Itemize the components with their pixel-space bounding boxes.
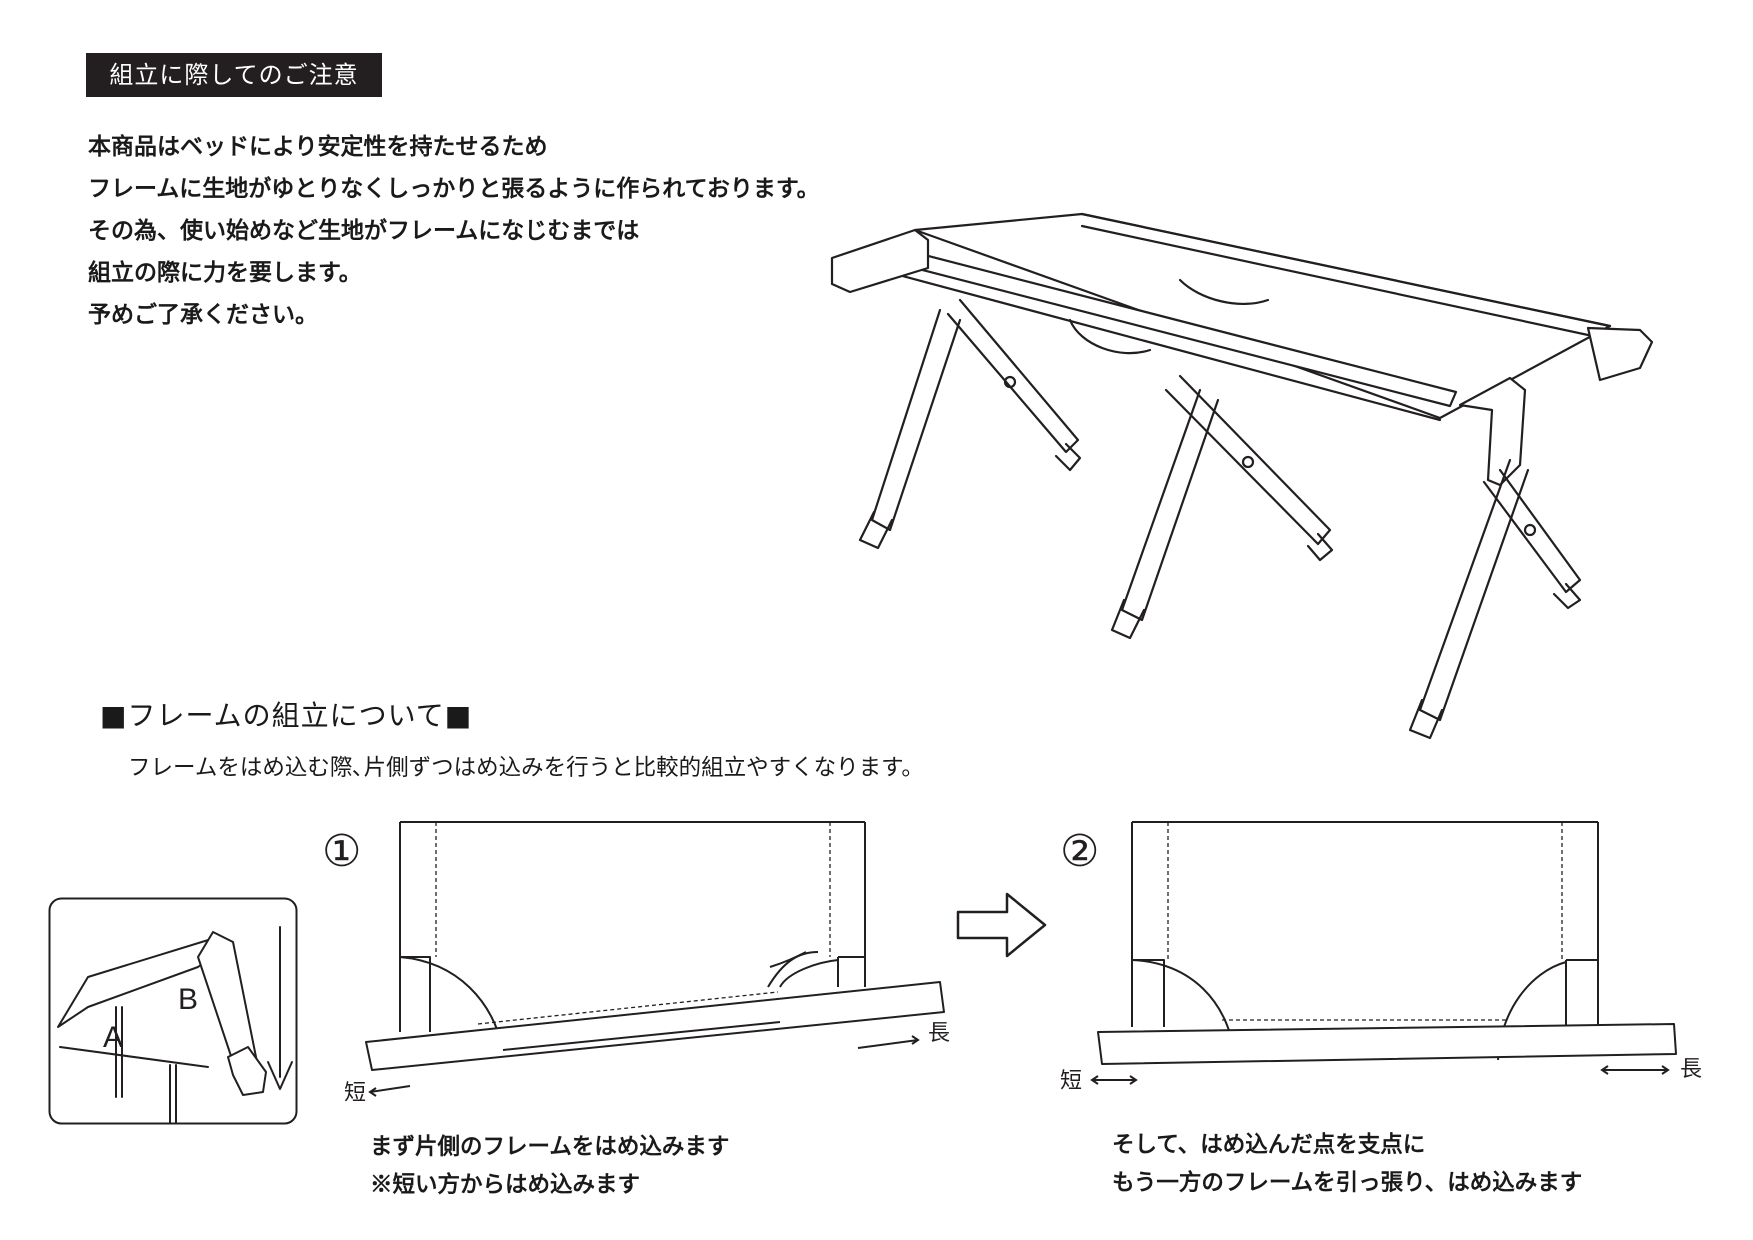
notice-line: フレームに生地がゆとりなくしっかりと張るように作られております。	[88, 175, 820, 202]
notice-line: 組立の際に力を要します。	[88, 259, 362, 286]
label-b: B	[178, 983, 198, 1016]
cot-illustration	[830, 212, 1654, 740]
step2-short-label: 短	[1060, 1069, 1082, 1094]
step1-short-label: 短	[344, 1081, 366, 1106]
step1-diagram: ① 短 長	[322, 821, 950, 1106]
step1-number: ①	[322, 826, 361, 877]
notice-tag: 組立に際してのご注意	[86, 53, 382, 97]
notice-line: 予めご了承ください。	[88, 301, 318, 328]
caption-line: まず片側のフレームをはめ込みます	[370, 1134, 730, 1160]
section-heading: ■フレームの組立について■	[100, 699, 473, 732]
step2-number: ②	[1060, 826, 1099, 877]
section-lead: フレームをはめ込む際､片側ずつはめ込みを行うと比較的組立やすくなります。	[128, 755, 924, 781]
notice-line: その為、使い始めなど生地がフレームになじむまでは	[88, 217, 640, 244]
notice-line: 本商品はベッドにより安定性を持たせるため	[88, 133, 548, 160]
step1-long-label: 長	[928, 1021, 950, 1046]
detail-inset: B A	[48, 897, 298, 1125]
caption-line: ※短い方からはめ込みます	[370, 1172, 641, 1198]
notice-text: 本商品はベッドにより安定性を持たせるため フレームに生地がゆとりなくしっかりと張…	[88, 126, 820, 336]
caption-line: もう一方のフレームを引っ張り、はめ込みます	[1112, 1170, 1583, 1196]
label-a: A	[103, 1021, 123, 1054]
caption-line: そして、はめ込んだ点を支点に	[1112, 1132, 1426, 1158]
step2-caption: そして、はめ込んだ点を支点に もう一方のフレームを引っ張り、はめ込みます	[1112, 1126, 1582, 1202]
step2-long-label: 長	[1680, 1057, 1702, 1082]
step1-caption: まず片側のフレームをはめ込みます ※短い方からはめ込みます	[370, 1128, 729, 1204]
step2-diagram: ② 短 長	[1060, 821, 1702, 1094]
next-step-arrow	[956, 892, 1047, 958]
